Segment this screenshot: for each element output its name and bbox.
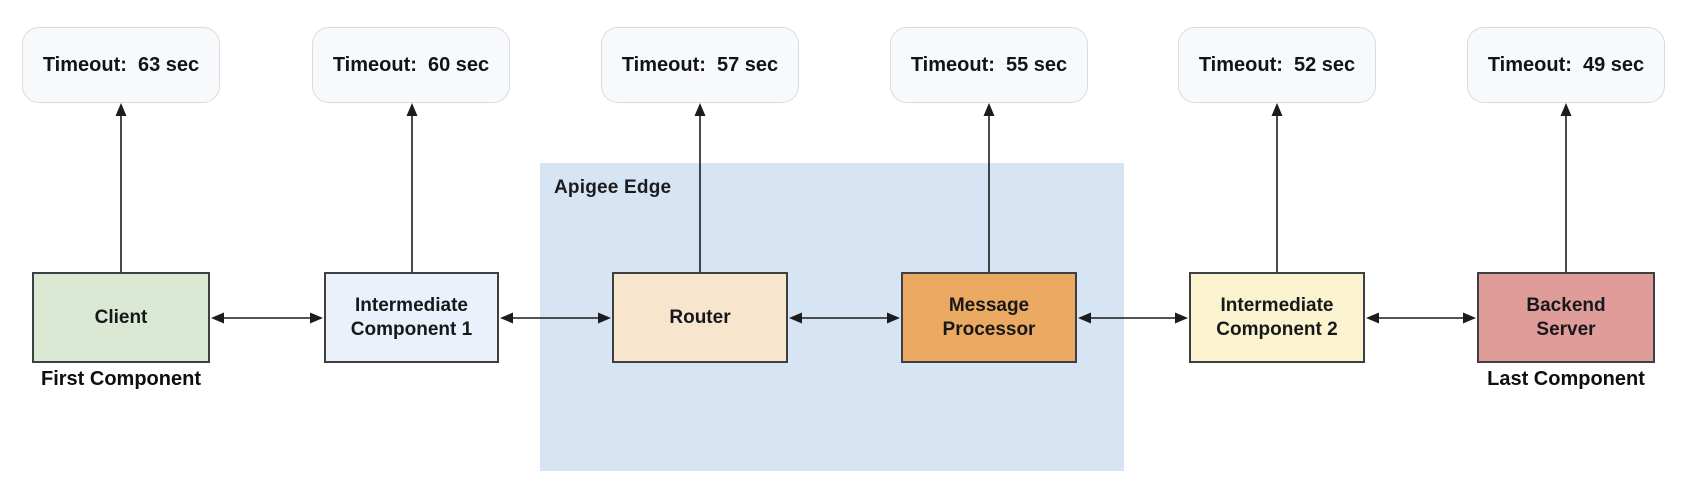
node-intermediate-2-label: Intermediate (1220, 294, 1334, 316)
arrow-intermediate-1-to-timeout (406, 103, 418, 272)
timeout-box-intermediate-2: Timeout: 52 sec (1178, 27, 1376, 103)
node-message-processor: Message Processor (901, 272, 1077, 363)
arrow-client-to-timeout (115, 103, 127, 272)
arrow-client-intermediate-1 (211, 312, 323, 324)
node-router-label: Router (669, 306, 731, 328)
node-client-label: Client (94, 306, 148, 328)
node-router: Router (612, 272, 788, 363)
node-intermediate-component-1: Intermediate Component 1 (324, 272, 499, 363)
timeout-box-router: Timeout: 57 sec (601, 27, 799, 103)
arrow-backend-to-timeout (1560, 103, 1572, 272)
node-intermediate-component-2: Intermediate Component 2 (1189, 272, 1365, 363)
timeout-box-client: Timeout: 63 sec (22, 27, 220, 103)
timeout-box-intermediate-1: Timeout: 60 sec (312, 27, 510, 103)
caption-last-component: Last Component (1487, 368, 1645, 390)
timeout-box-backend: Timeout: 49 sec (1467, 27, 1665, 103)
node-backend-server: Backend Server (1477, 272, 1655, 363)
node-intermediate-1-label: Intermediate (355, 294, 468, 316)
caption-first-component: First Component (41, 368, 201, 390)
arrow-intermediate-2-backend (1366, 312, 1476, 324)
node-message-processor-label: Message (948, 294, 1030, 316)
apigee-edge-label: Apigee Edge (554, 177, 672, 198)
node-client: Client (32, 272, 210, 363)
timeout-box-message-processor: Timeout: 55 sec (890, 27, 1088, 103)
arrow-intermediate-2-to-timeout (1271, 103, 1283, 272)
node-backend-label: Backend (1526, 294, 1606, 316)
